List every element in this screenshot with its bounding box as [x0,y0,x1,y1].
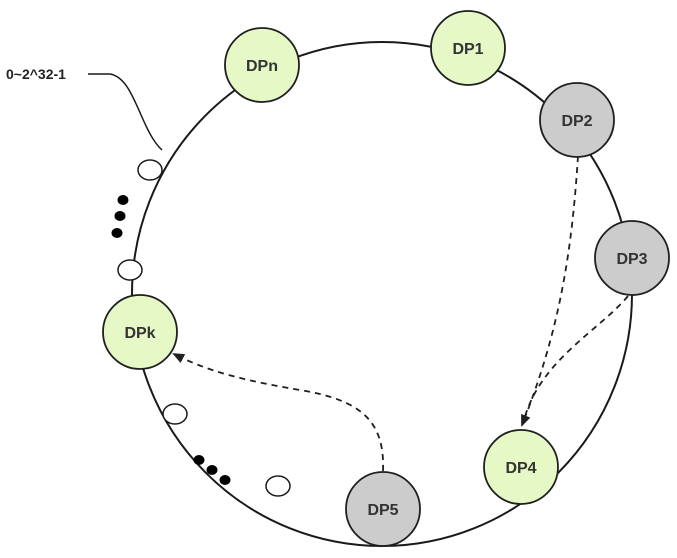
node-dp4: DP4 [483,429,559,505]
hash-slot-marker [137,159,163,181]
ellipsis-dots-upper [111,195,129,238]
node-label: DP3 [616,251,647,268]
node-label: DP5 [367,502,398,519]
range-label: 0~2^32-1 [6,66,66,82]
node-label: DPk [124,325,155,342]
node-label: DPn [246,58,278,75]
ellipsis-dots-lower [193,455,231,485]
node-dp2: DP2 [539,82,615,158]
node-label: DP4 [505,460,536,477]
node-dp3: DP3 [594,220,670,296]
node-dpn: DPn [224,27,300,103]
edge-dp3-to-dp4 [523,295,629,421]
node-dp1: DP1 [430,10,506,86]
node-dpk: DPk [102,294,178,370]
edge-dp5-to-dpk [172,353,384,472]
range-callout-line [88,73,163,151]
edge-dp2-to-dp4 [521,155,579,427]
hash-slot-marker [265,475,291,497]
hash-slot-marker [117,259,143,281]
hash-slot-marker [162,403,188,425]
node-dp5: DP5 [345,471,421,547]
node-label: DP2 [561,113,592,130]
node-label: DP1 [452,41,483,58]
